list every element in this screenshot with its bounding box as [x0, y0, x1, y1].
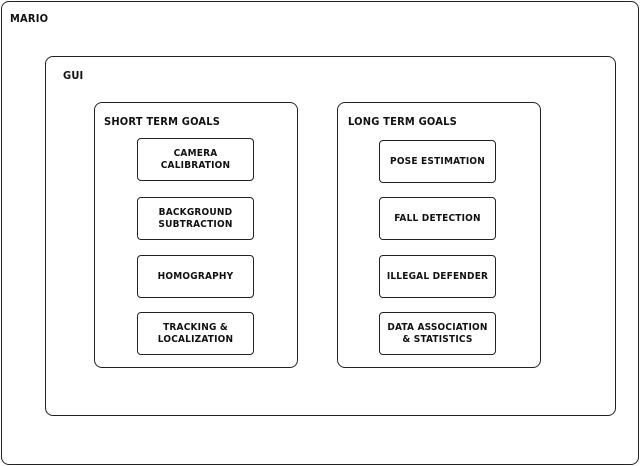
mario-title: MARIO [10, 12, 49, 25]
goal-background-subtraction: BACKGROUND SUBTRACTION [137, 197, 254, 240]
goal-fall-detection: FALL DETECTION [379, 197, 496, 240]
goal-camera-calibration: CAMERA CALIBRATION [137, 138, 254, 181]
gui-title: GUI [63, 69, 84, 82]
goal-homography: HOMOGRAPHY [137, 255, 254, 298]
goal-tracking-localization: TRACKING & LOCALIZATION [137, 312, 254, 355]
goal-illegal-defender: ILLEGAL DEFENDER [379, 255, 496, 298]
goal-pose-estimation: POSE ESTIMATION [379, 140, 496, 183]
goal-data-association-statistics: DATA ASSOCIATION & STATISTICS [379, 312, 496, 355]
short-term-goals-title: SHORT TERM GOALS [104, 115, 221, 128]
long-term-goals-title: LONG TERM GOALS [348, 115, 457, 128]
